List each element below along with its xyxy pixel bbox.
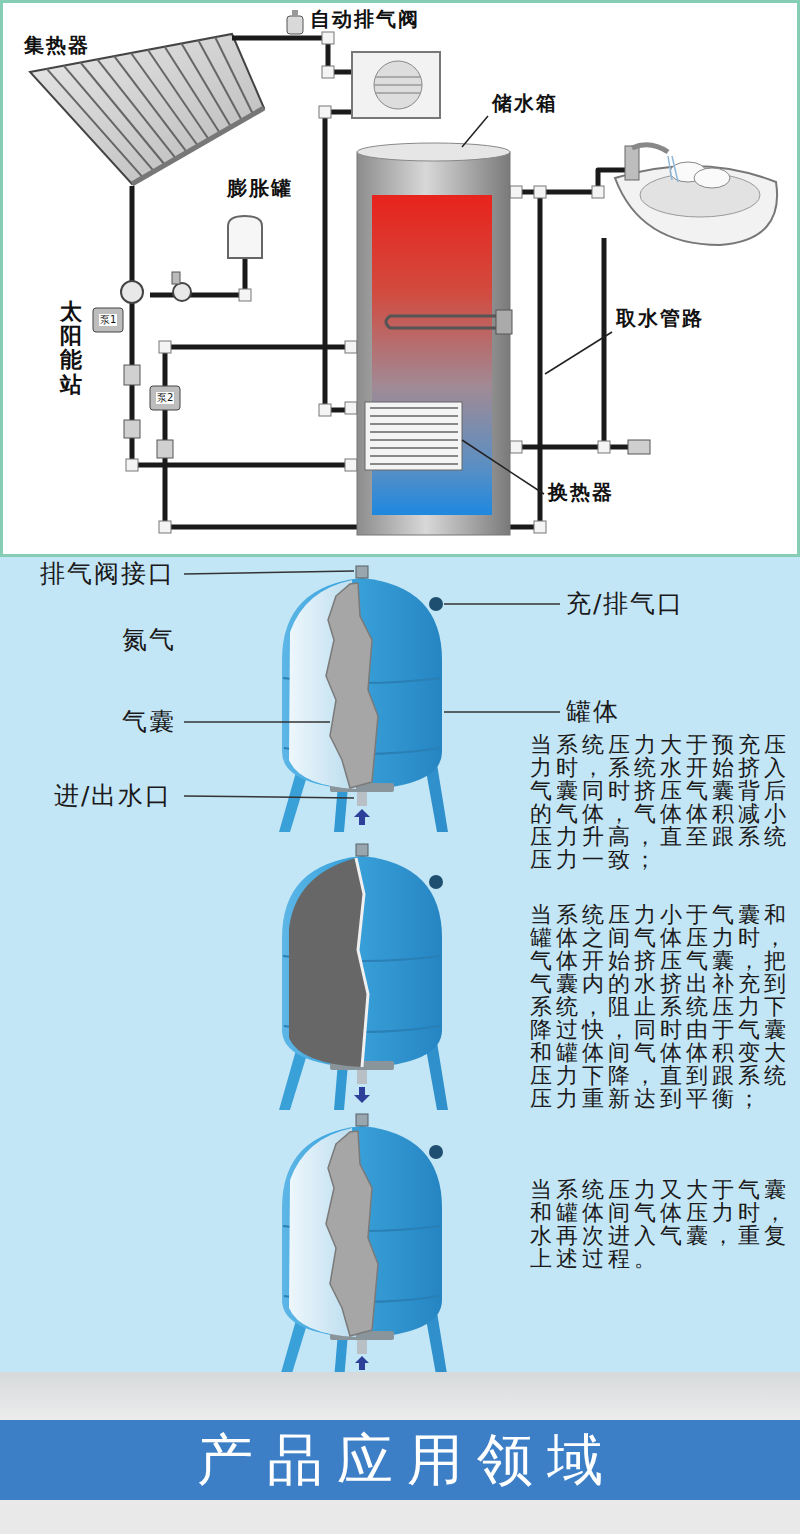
pump-label: 泵1 bbox=[99, 314, 117, 326]
part-label: 罐体 bbox=[566, 698, 620, 726]
note-text: 当系统压力小于气囊和罐体之间气体压力时，气体开始挤压气囊，把气囊内的水挤出补充到… bbox=[530, 903, 796, 1110]
title-band: 产品应用领域 bbox=[0, 1420, 800, 1500]
vertical-label: 太阳能站 bbox=[60, 300, 82, 397]
part-label: 氮气 bbox=[122, 626, 176, 654]
part-label: 储水箱 bbox=[492, 91, 558, 115]
part-label: 进/出水口 bbox=[54, 782, 172, 810]
band-title: 产品应用领域 bbox=[183, 1420, 617, 1500]
note-text: 当系统压力大于预充压力时，系统水开始挤入气囊同时挤压气囊背后的气体，气体体积减小… bbox=[530, 733, 796, 871]
note-text: 当系统压力又大于气囊和罐体间气体压力时，水再次进入气囊，重复上述过程。 bbox=[530, 1178, 796, 1270]
part-label: 换热器 bbox=[548, 480, 614, 504]
part-label: 自动排气阀 bbox=[310, 7, 420, 31]
part-label: 排气阀接口 bbox=[40, 560, 175, 588]
part-label: 取水管路 bbox=[616, 306, 704, 330]
part-label: 膨胀罐 bbox=[227, 176, 293, 200]
part-label: 集热器 bbox=[24, 33, 90, 57]
pump-label: 泵2 bbox=[156, 392, 174, 404]
part-label: 气囊 bbox=[122, 708, 176, 736]
part-label: 充/排气口 bbox=[566, 590, 684, 618]
